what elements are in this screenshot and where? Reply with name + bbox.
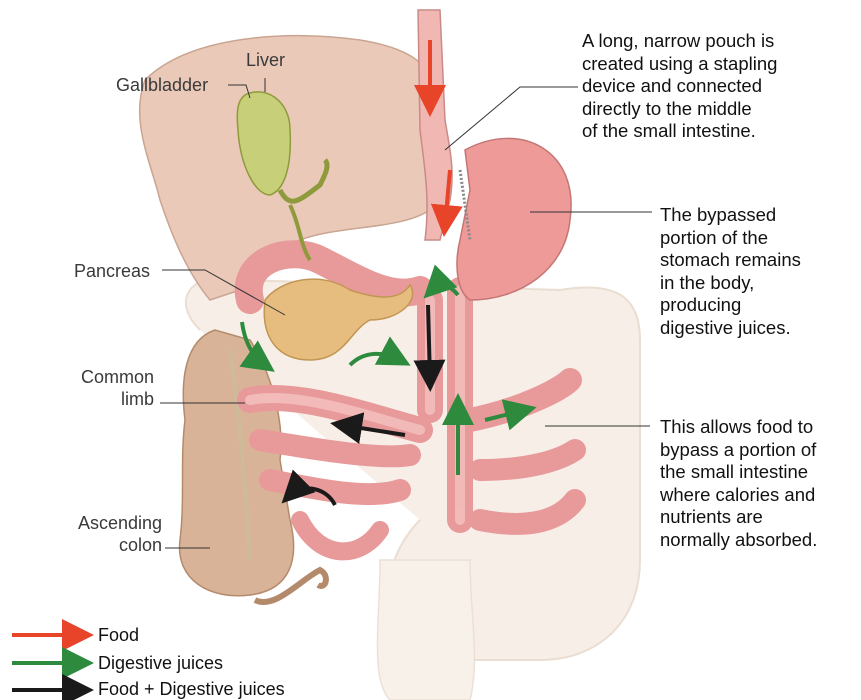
gallbladder-label: Gallbladder: [116, 74, 208, 96]
liver-label: Liver: [246, 49, 285, 71]
combined-arrow-1: [428, 305, 430, 380]
legend-item-digestive-juices: Digestive juices: [94, 652, 223, 674]
bypassed-stomach-shape: [457, 138, 571, 300]
common-limb-label: Common limb: [62, 366, 154, 410]
ascending-colon-label: Ascending colon: [52, 512, 162, 556]
legend-label-food-digestive-juices: Food + Digestive juices: [98, 679, 285, 700]
legend-item-food: Food: [94, 624, 139, 646]
bypass-callout: This allows food to bypass a portion of …: [660, 416, 817, 551]
legend-label-food: Food: [98, 625, 139, 646]
pancreas-label: Pancreas: [74, 260, 150, 282]
legend-label-digestive-juices: Digestive juices: [98, 653, 223, 674]
stomach-callout: The bypassed portion of the stomach rema…: [660, 204, 801, 339]
legend-arrows: [12, 635, 82, 690]
pouch-callout: A long, narrow pouch is created using a …: [582, 30, 777, 143]
legend-item-food-digestive-juices: Food + Digestive juices: [94, 678, 285, 700]
